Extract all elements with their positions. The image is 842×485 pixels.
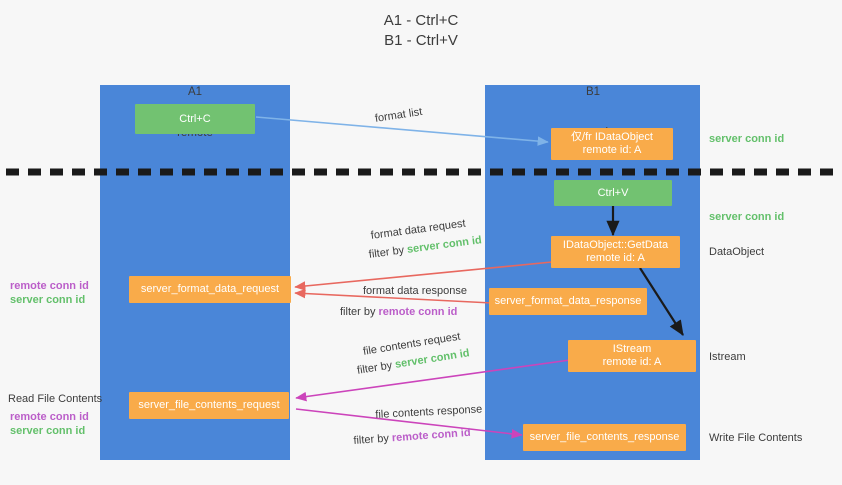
box-idataobject[interactable]: 仅/fr IDataObject remote id: A [551, 128, 673, 160]
box-getdata[interactable]: IDataObject::GetData remote id: A [551, 236, 680, 268]
box-server-file-contents-response[interactable]: server_file_contents_response [523, 424, 686, 451]
note-read-file-contents: Read File Contents [8, 393, 103, 405]
box-ctrl-v[interactable]: Ctrl+V [554, 180, 672, 206]
box-server-format-data-response-label: server_format_data_response [494, 295, 642, 307]
edge-label-format-list-text: format list [374, 105, 424, 125]
note-server-conn-id: server conn id [10, 425, 86, 437]
box-getdata-line1: IDataObject::GetData [562, 239, 669, 251]
box-idataobject-line1: 仅/fr IDataObject [571, 131, 653, 143]
filter-prefix: filter by [353, 432, 393, 447]
box-ctrl-c[interactable]: Ctrl+C [135, 104, 255, 134]
page-title: A1 - Ctrl+C B1 - Ctrl+V [383, 12, 459, 49]
note-dataobject: DataObject [709, 246, 765, 258]
box-istream[interactable]: IStream remote id: A [568, 340, 696, 372]
note-istream: Istream [709, 351, 746, 363]
filter-prefix: filter by [368, 243, 408, 261]
note-server-conn-id-top: server conn id [709, 133, 785, 145]
note-write-file-contents: Write File Contents [709, 432, 803, 444]
lane-b1-name: B1 [585, 86, 601, 98]
edge-label-file-contents-response: file contents response [375, 402, 483, 422]
note-remote-conn-id: remote conn id [10, 411, 89, 423]
box-ctrl-v-label: Ctrl+V [597, 186, 629, 199]
filter-key-remote-conn-id: remote conn id [391, 426, 471, 445]
edge-label-file-contents-response-text: file contents response [375, 403, 483, 421]
box-istream-line1: IStream [612, 343, 652, 355]
filter-key-remote-conn-id: remote conn id [378, 306, 458, 318]
box-server-format-data-request-label: server_format_data_request [140, 283, 280, 295]
edge-label-format-data-response-filter: filter by remote conn id [340, 305, 457, 319]
lane-a1-name: A1 [187, 86, 203, 98]
box-idataobject-line2: remote id: A [582, 144, 642, 156]
box-server-format-data-request[interactable]: server_format_data_request [129, 276, 291, 303]
filter-key-server-conn-id: server conn id [406, 234, 483, 256]
box-server-file-contents-request-label: server_file_contents_request [138, 399, 280, 411]
note-server-conn-id-mid: server conn id [709, 211, 785, 223]
filter-prefix: filter by [340, 306, 379, 318]
note-conn-stack-top: remote conn id server conn id [10, 279, 89, 307]
filter-prefix: filter by [356, 358, 397, 377]
note-conn-stack-bottom: remote conn id server conn id [10, 410, 89, 438]
box-istream-line2: remote id: A [602, 356, 662, 368]
edge-label-format-data-response: format data response [363, 284, 467, 298]
edge-label-format-list: format list [374, 105, 423, 126]
note-remote-conn-id: remote conn id [10, 280, 89, 292]
note-server-conn-id: server conn id [10, 294, 86, 306]
box-server-file-contents-response-label: server_file_contents_response [529, 431, 680, 443]
box-server-file-contents-request[interactable]: server_file_contents_request [129, 392, 289, 419]
box-getdata-line2: remote id: A [586, 252, 645, 264]
box-ctrl-c-label: Ctrl+C [179, 112, 211, 125]
edge-label-file-contents-response-filter: filter by remote conn id [353, 426, 471, 448]
edge-label-format-data-response-text: format data response [363, 285, 467, 297]
box-server-format-data-response[interactable]: server_format_data_response [489, 288, 647, 315]
